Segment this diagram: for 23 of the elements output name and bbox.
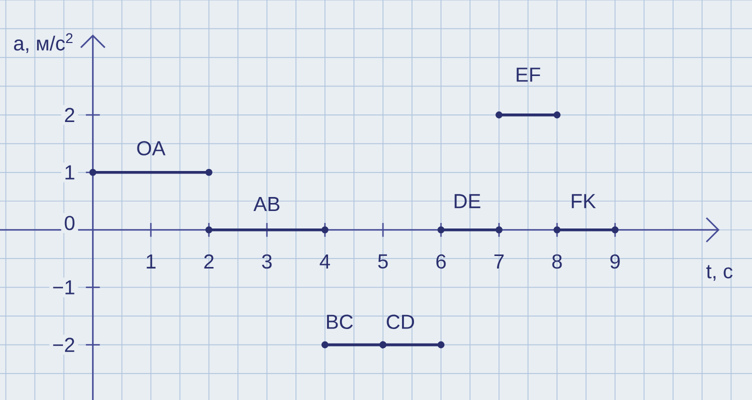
tick-label: 8 [552,254,562,269]
tick-label: 2 [204,254,214,269]
tick-label: −2 [53,338,74,352]
tick-label: 2 [65,108,74,122]
segment-label: CD [386,314,414,329]
tick-label: 0 [64,216,74,230]
axis-label: t, с [706,265,732,281]
segment-label: DE [454,194,480,208]
tick-label: 1 [146,254,156,268]
tick-label: 1 [66,165,74,180]
segment-label: FK [572,194,596,208]
segment-label: EF [516,68,540,82]
axis-label: a, м/с$^{2}$ [14,33,72,53]
tick-label: 4 [320,254,330,268]
segment-label: OA [137,141,166,156]
segment-label: AB [253,197,280,211]
tick-label: 5 [378,254,388,269]
tick-label: −1 [53,280,74,294]
tick-label: 9 [610,254,620,269]
tick-label: 6 [436,254,446,269]
tick-label: 3 [262,254,272,269]
tick-label: 7 [494,254,504,268]
segment-label: BC [327,314,353,329]
